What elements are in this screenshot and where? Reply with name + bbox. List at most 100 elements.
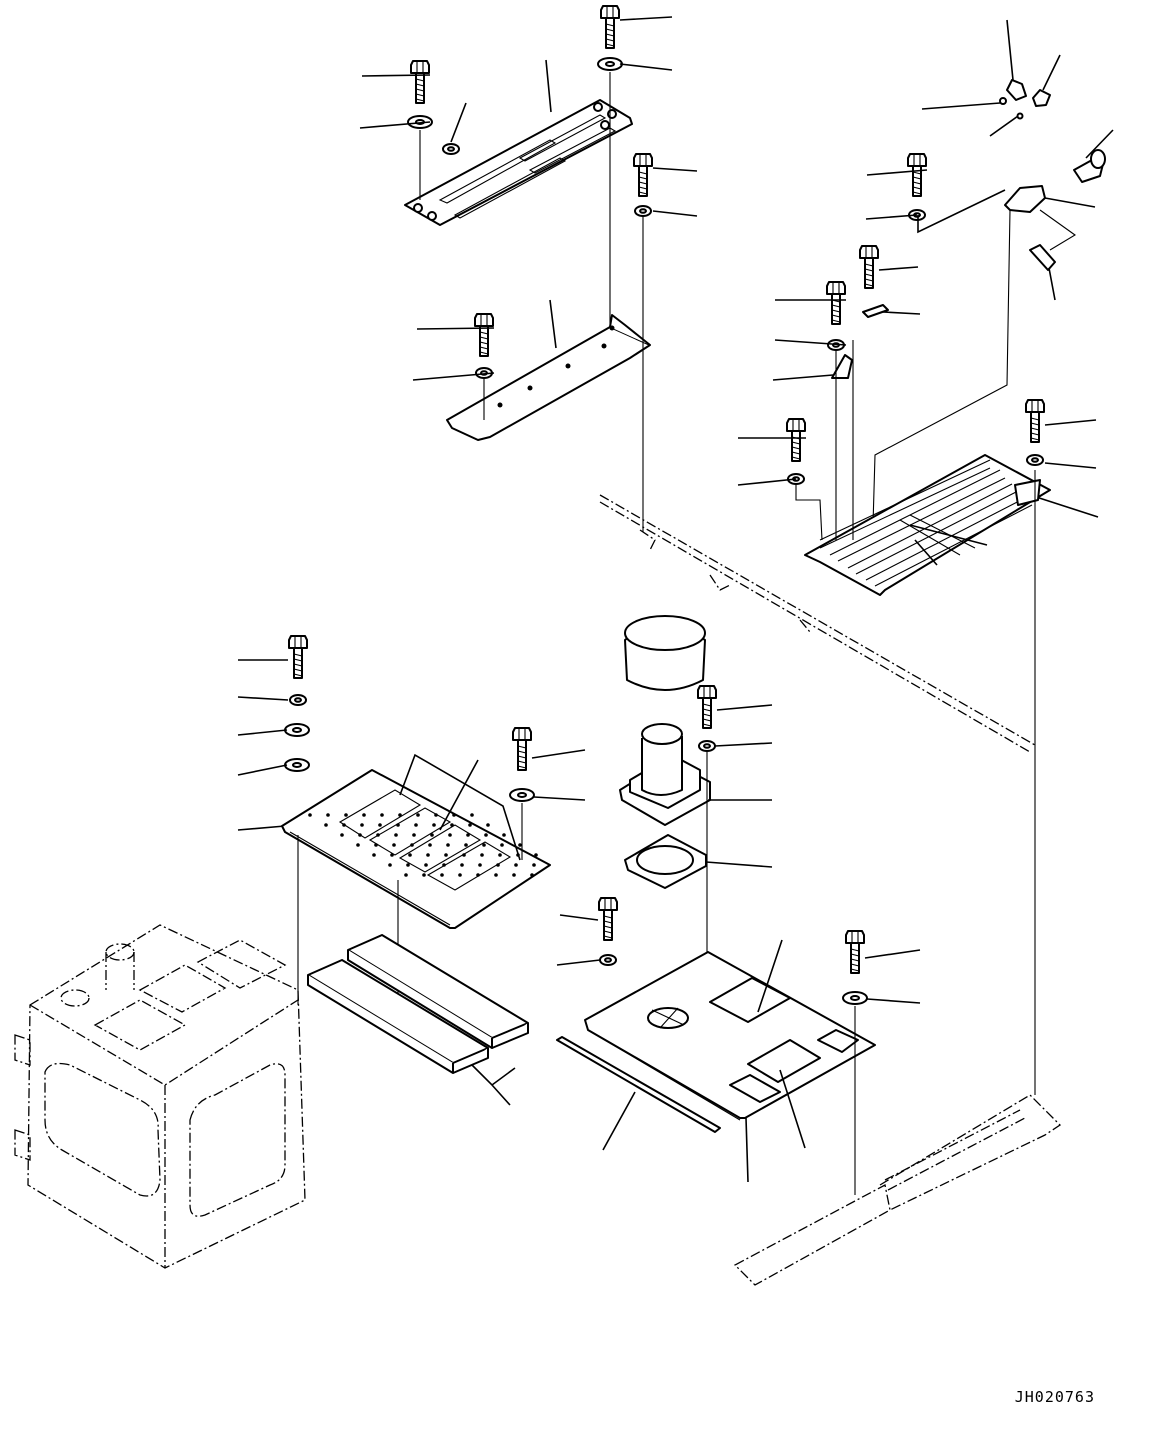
perforation-dot — [446, 843, 450, 847]
washer-icon — [284, 758, 310, 772]
perforation-dot — [450, 823, 454, 827]
hex-bolt-icon — [600, 5, 620, 49]
countersunk-screw-icon — [859, 245, 879, 289]
washer-icon — [597, 57, 623, 71]
perforation-dot — [514, 863, 518, 867]
perforation-dot — [308, 813, 312, 817]
perforation-dot — [428, 843, 432, 847]
perforation-dot — [498, 853, 502, 857]
upper-side-rail — [599, 494, 1036, 753]
hex-bolt-icon — [288, 635, 308, 679]
perforation-dot — [432, 823, 436, 827]
cab-outline — [14, 924, 306, 1269]
perforation-dot — [376, 833, 380, 837]
hex-bolt-icon — [633, 153, 653, 197]
perforation-dot — [468, 823, 472, 827]
perforation-dot — [358, 833, 362, 837]
perforation-dot — [462, 853, 466, 857]
perforation-dot — [496, 863, 500, 867]
perforation-dot — [416, 813, 420, 817]
perforation-dot — [426, 853, 430, 857]
hex-bolt-icon — [826, 281, 846, 325]
perforation-dot — [486, 823, 490, 827]
insulation-strips — [307, 934, 529, 1074]
perforation-dot — [340, 833, 344, 837]
perforation-dot — [344, 813, 348, 817]
hex-bolt-icon — [410, 60, 430, 104]
perforation-dot — [482, 843, 486, 847]
perforation-dot — [434, 813, 438, 817]
washer-icon — [509, 788, 535, 802]
perforation-dot — [532, 863, 536, 867]
perforation-dot — [342, 823, 346, 827]
washer-icon — [634, 205, 652, 217]
washer-icon — [842, 991, 868, 1005]
perforation-dot — [458, 873, 462, 877]
hex-bolt-icon — [512, 727, 532, 771]
washer-icon — [284, 723, 310, 737]
perforation-dot — [326, 813, 330, 817]
perforation-dot — [362, 813, 366, 817]
perforation-dot — [470, 813, 474, 817]
perforation-dot — [464, 843, 468, 847]
perforation-dot — [466, 833, 470, 837]
perforation-dot — [404, 873, 408, 877]
filter-housing — [619, 723, 711, 826]
clip-icon — [862, 304, 889, 318]
drawing-code-label: JH020763 — [1014, 1388, 1095, 1406]
perforation-dot — [518, 843, 522, 847]
hex-bolt-icon — [786, 418, 806, 462]
perforation-dot — [408, 853, 412, 857]
cab-floor-plate — [584, 951, 876, 1121]
perforation-dot — [374, 843, 378, 847]
perforation-dot — [442, 863, 446, 867]
perforation-dots — [308, 813, 538, 877]
left-perforated-floor-plate — [281, 769, 551, 929]
perforation-dot — [396, 823, 400, 827]
hex-bolt-icon — [474, 313, 494, 357]
perforation-dot — [398, 813, 402, 817]
washer-icon — [698, 740, 716, 752]
perforation-dot — [414, 823, 418, 827]
perforation-dot — [478, 863, 482, 867]
perforation-dot — [476, 873, 480, 877]
filter-cap — [624, 615, 706, 691]
perforation-dot — [500, 843, 504, 847]
hex-bolt-icon — [697, 685, 717, 729]
washer-icon — [442, 143, 460, 155]
hex-bolt-icon — [845, 930, 865, 974]
perforation-dot — [512, 873, 516, 877]
filter-gasket — [624, 834, 707, 889]
perforation-dot — [502, 833, 506, 837]
perforation-dot — [424, 863, 428, 867]
perforation-dot — [460, 863, 464, 867]
washer-icon — [289, 694, 307, 706]
perforation-dot — [430, 833, 434, 837]
edge-seal-strip — [556, 1036, 721, 1133]
perforation-dot — [410, 843, 414, 847]
latch-assembly — [999, 79, 1106, 271]
perforation-dot — [412, 833, 416, 837]
perforation-dot — [378, 823, 382, 827]
perforation-dot — [392, 843, 396, 847]
hex-bolt-icon — [907, 153, 927, 197]
perforation-dot — [324, 823, 328, 827]
perforation-dot — [372, 853, 376, 857]
perforation-dot — [380, 813, 384, 817]
perforation-dot — [406, 863, 410, 867]
perforation-dot — [494, 873, 498, 877]
perforation-dot — [394, 833, 398, 837]
perforation-dot — [422, 873, 426, 877]
perforation-dot — [444, 853, 448, 857]
washer-icon — [599, 954, 617, 966]
hex-bolt-icon — [1025, 399, 1045, 443]
perforation-dot — [356, 843, 360, 847]
hex-bolt-icon — [598, 897, 618, 941]
perforation-dot — [388, 863, 392, 867]
perforation-dot — [530, 873, 534, 877]
lower-side-rail — [733, 1094, 1062, 1286]
perforation-dot — [448, 833, 452, 837]
right-floor-grate — [804, 454, 1051, 596]
perforation-dot — [390, 853, 394, 857]
